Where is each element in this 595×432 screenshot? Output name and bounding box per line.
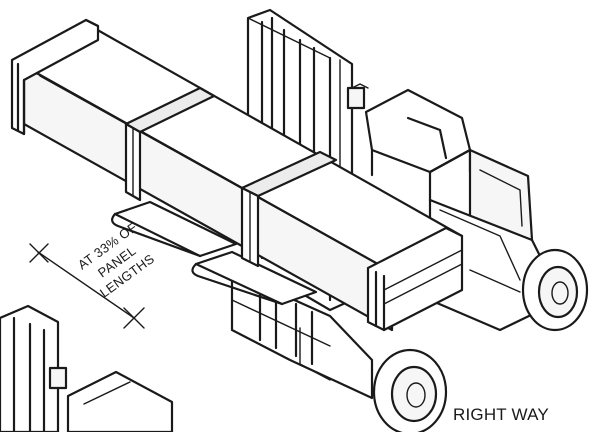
second-forklift-partial	[0, 304, 174, 432]
forklift-forks	[111, 200, 318, 306]
diagram-caption: RIGHT WAY	[453, 405, 549, 424]
forklift-rear-wheel	[521, 248, 589, 332]
panel-load	[10, 18, 464, 332]
forklift-front-wheel	[372, 348, 448, 432]
forklift-carriage	[230, 270, 374, 400]
dimension-annotation: AT 33% OF PANEL LENGTHS	[29, 219, 157, 329]
